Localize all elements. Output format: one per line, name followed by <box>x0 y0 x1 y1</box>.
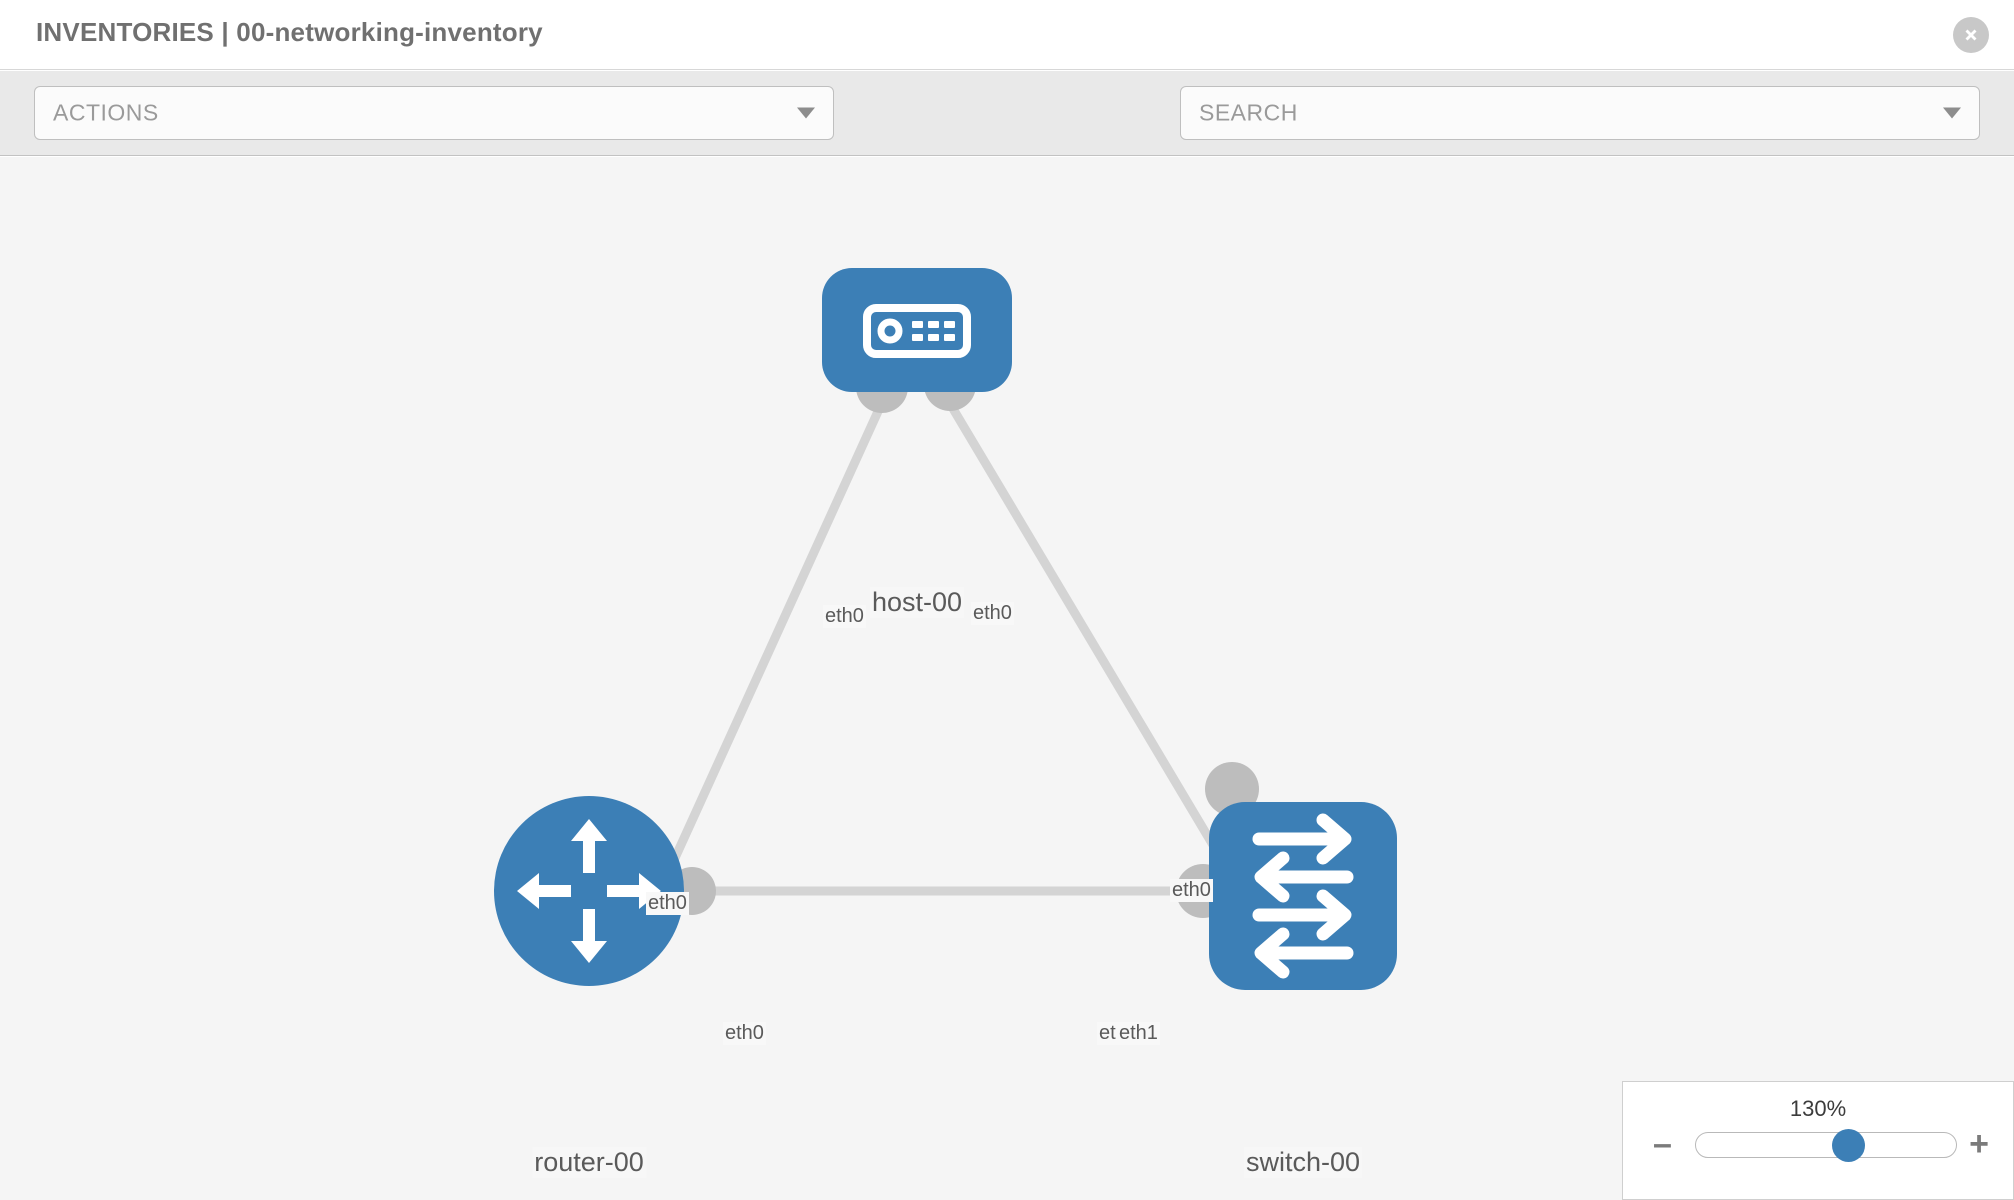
topology-graph[interactable] <box>0 157 2014 1200</box>
port-label-router-up-eth0: eth0 <box>646 892 689 915</box>
node-router-00[interactable] <box>494 796 684 986</box>
node-label-router-00: router-00 <box>532 1147 646 1178</box>
port-label-host-right-eth0: eth0 <box>971 602 1014 625</box>
close-icon[interactable] <box>1953 17 1989 53</box>
chevron-down-icon <box>797 107 815 119</box>
zoom-slider-thumb[interactable] <box>1832 1129 1865 1162</box>
zoom-control-panel: 130% – + <box>1622 1081 2014 1200</box>
node-label-host-00: host-00 <box>869 587 965 618</box>
node-switch-00[interactable] <box>1209 802 1397 990</box>
port-label-switch-left-eth1: eth1 <box>1117 1022 1160 1045</box>
chevron-down-icon <box>1943 107 1961 119</box>
actions-dropdown[interactable]: ACTIONS <box>34 86 834 140</box>
link-host-switch[interactable] <box>948 404 1242 890</box>
node-host-00[interactable] <box>822 268 1012 392</box>
zoom-slider-track[interactable] <box>1695 1129 1957 1162</box>
topology-links <box>650 404 1242 904</box>
zoom-in-button[interactable]: + <box>1969 1125 1989 1163</box>
search-input[interactable]: SEARCH <box>1199 99 1298 126</box>
port-label-host-left-eth0: eth0 <box>823 605 866 628</box>
port-label-router-right-eth0: eth0 <box>723 1022 766 1045</box>
page-title: INVENTORIES | 00-networking-inventory <box>36 17 543 47</box>
server-icon <box>863 304 971 358</box>
zoom-level-value: 130% <box>1789 1096 1847 1121</box>
zoom-out-button[interactable]: – <box>1653 1125 1672 1163</box>
page-header: INVENTORIES | 00-networking-inventory <box>0 0 2014 70</box>
actions-dropdown-label: ACTIONS <box>53 99 159 126</box>
switch-arrows-icon <box>1252 813 1354 979</box>
link-host-router[interactable] <box>650 405 885 904</box>
port-label-switch-up-eth0: eth0 <box>1170 879 1213 902</box>
search-dropdown[interactable]: SEARCH <box>1180 86 1980 140</box>
topology-canvas[interactable]: host-00 router-00 switch-00 eth0 eth0 et… <box>0 157 2014 1200</box>
router-arrows-icon <box>517 819 661 963</box>
toolbar: ACTIONS SEARCH <box>0 71 2014 202</box>
topology-ports <box>668 359 1259 918</box>
node-label-switch-00: switch-00 <box>1243 1147 1363 1178</box>
